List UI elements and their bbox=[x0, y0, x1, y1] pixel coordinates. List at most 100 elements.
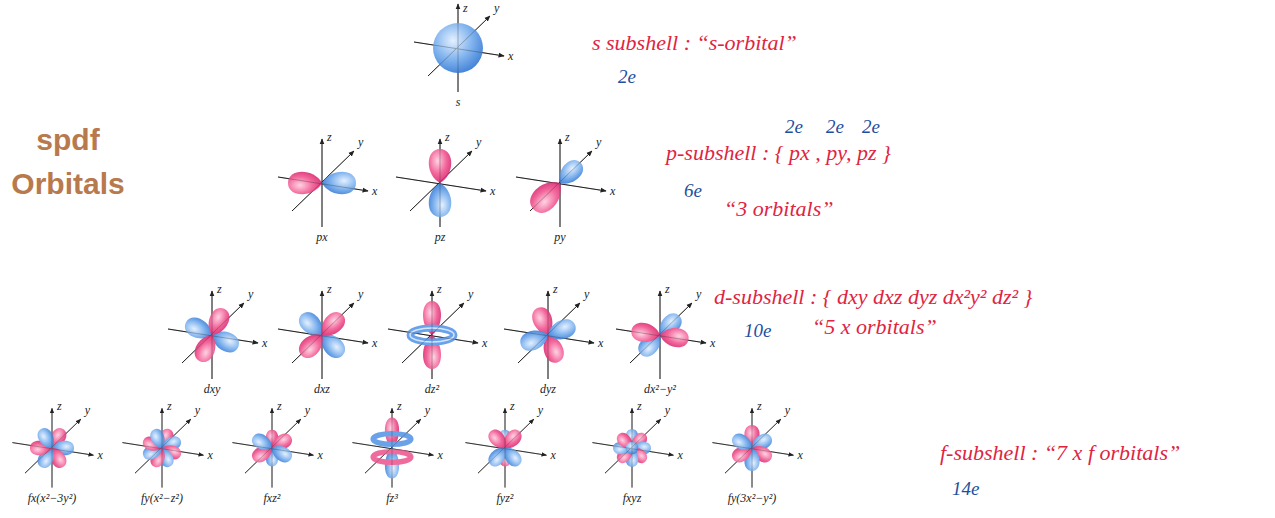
axis-label: x bbox=[207, 449, 212, 463]
dyz-orbital bbox=[504, 291, 594, 379]
axis-label: z bbox=[167, 400, 172, 414]
axis-label: x bbox=[508, 50, 513, 64]
orbital-drawing bbox=[203, 305, 233, 339]
orbital-drawing bbox=[592, 408, 673, 487]
orbital-label: fx(x²−3y²) bbox=[28, 492, 77, 506]
orbital-drawing bbox=[504, 291, 594, 379]
axis-label: z bbox=[397, 400, 402, 414]
orbital-drawing bbox=[396, 139, 486, 227]
page-title: spdf Orbitals bbox=[6, 118, 130, 206]
orbital-drawing bbox=[396, 139, 486, 227]
axis-label: x bbox=[550, 449, 555, 463]
axis-label: z bbox=[463, 2, 468, 16]
axis-label: z bbox=[437, 283, 442, 297]
orbital-label: fz³ bbox=[386, 492, 398, 506]
orbital-label: pz bbox=[435, 231, 446, 245]
orbital-drawing bbox=[616, 291, 706, 379]
orbital-drawing bbox=[630, 321, 662, 344]
electron-count: 2e bbox=[618, 66, 636, 88]
electron-count: 2e bbox=[785, 116, 803, 138]
axis-label: y bbox=[468, 288, 473, 302]
axis-label: x bbox=[482, 337, 487, 351]
orbital-drawing bbox=[322, 172, 356, 195]
electron-count: 2e bbox=[826, 116, 844, 138]
orbital-drawing bbox=[122, 408, 203, 487]
axis-label: z bbox=[217, 283, 222, 297]
axis-label: z bbox=[327, 131, 332, 145]
annotation: f-subshell : “7 x f orbitals” bbox=[940, 440, 1180, 465]
axis-label: y bbox=[494, 2, 499, 16]
orbital-drawing bbox=[232, 408, 313, 487]
axis-label: z bbox=[445, 131, 450, 145]
py-orbital bbox=[516, 139, 606, 227]
annotation: “5 x orbitals” bbox=[812, 314, 937, 339]
electron-count: 10e bbox=[744, 320, 771, 342]
axis-label: y bbox=[358, 136, 363, 150]
axis-label: x bbox=[262, 337, 267, 351]
f-orbital bbox=[232, 408, 313, 487]
axis-label: x bbox=[372, 337, 377, 351]
axis-label: y bbox=[584, 288, 589, 302]
orbital-label: fxyz bbox=[623, 492, 642, 506]
annotation: s subshell : “s-orbital” bbox=[592, 30, 797, 55]
axis-label: y bbox=[596, 136, 601, 150]
axis-label: x bbox=[490, 185, 495, 199]
orbital-drawing bbox=[388, 291, 478, 379]
orbital-drawing bbox=[616, 291, 706, 379]
orbital-label: py bbox=[554, 231, 565, 245]
orbital-label: dxz bbox=[314, 383, 330, 397]
orbital-drawing bbox=[232, 408, 313, 487]
axis-label: y bbox=[358, 288, 363, 302]
orbital-label: dxy bbox=[204, 383, 221, 397]
dxy-orbital bbox=[168, 291, 258, 379]
orbital-drawing bbox=[712, 408, 793, 487]
orbital-drawing bbox=[592, 408, 673, 487]
axis-label: y bbox=[476, 136, 481, 150]
orbital-drawing bbox=[295, 328, 329, 362]
dxz-orbital bbox=[278, 291, 368, 379]
orbital-label: dz² bbox=[425, 383, 439, 397]
orbital-drawing bbox=[278, 139, 368, 227]
f-orbital bbox=[352, 408, 433, 487]
orbital-label: px bbox=[316, 231, 327, 245]
axis-label: z bbox=[327, 283, 332, 297]
orbital-drawing bbox=[12, 408, 93, 487]
f-orbital bbox=[122, 408, 203, 487]
axis-label: z bbox=[757, 400, 762, 414]
axis-label: y bbox=[248, 288, 253, 302]
axis-label: z bbox=[57, 400, 62, 414]
axis-label: y bbox=[696, 288, 701, 302]
f-orbital bbox=[465, 408, 546, 487]
axis-label: x bbox=[598, 337, 603, 351]
s-orbital bbox=[414, 4, 504, 92]
orbital-drawing bbox=[278, 139, 368, 227]
axis-label: x bbox=[610, 185, 615, 199]
axis-label: y bbox=[785, 404, 790, 418]
orbital-drawing bbox=[168, 291, 258, 379]
axis-label: z bbox=[665, 283, 670, 297]
orbital-label: dx²−y² bbox=[644, 383, 676, 397]
orbital-drawing bbox=[352, 408, 433, 487]
orbital-drawing bbox=[168, 291, 258, 379]
axis-label: x bbox=[372, 185, 377, 199]
axis-label: z bbox=[565, 131, 570, 145]
axis-label: y bbox=[665, 404, 670, 418]
dz2-orbital bbox=[388, 291, 478, 379]
orbital-drawing bbox=[352, 408, 433, 487]
orbital-drawing bbox=[122, 408, 203, 487]
annotation: “3 orbitals” bbox=[724, 196, 833, 221]
orbital-drawing bbox=[414, 4, 504, 92]
axis-label: x bbox=[317, 449, 322, 463]
orbital-drawing bbox=[465, 408, 546, 487]
orbital-drawing bbox=[659, 326, 691, 349]
orbital-drawing bbox=[525, 174, 569, 218]
f-orbital bbox=[712, 408, 793, 487]
f-orbital bbox=[12, 408, 93, 487]
orbital-label: fy(x²−z²) bbox=[141, 492, 183, 506]
orbital-label: s bbox=[456, 96, 461, 110]
dx2y2-orbital bbox=[616, 291, 706, 379]
axis-label: y bbox=[195, 404, 200, 418]
orbital-drawing bbox=[516, 139, 606, 227]
axis-label: x bbox=[710, 337, 715, 351]
orbital-label: fyz² bbox=[497, 492, 514, 506]
